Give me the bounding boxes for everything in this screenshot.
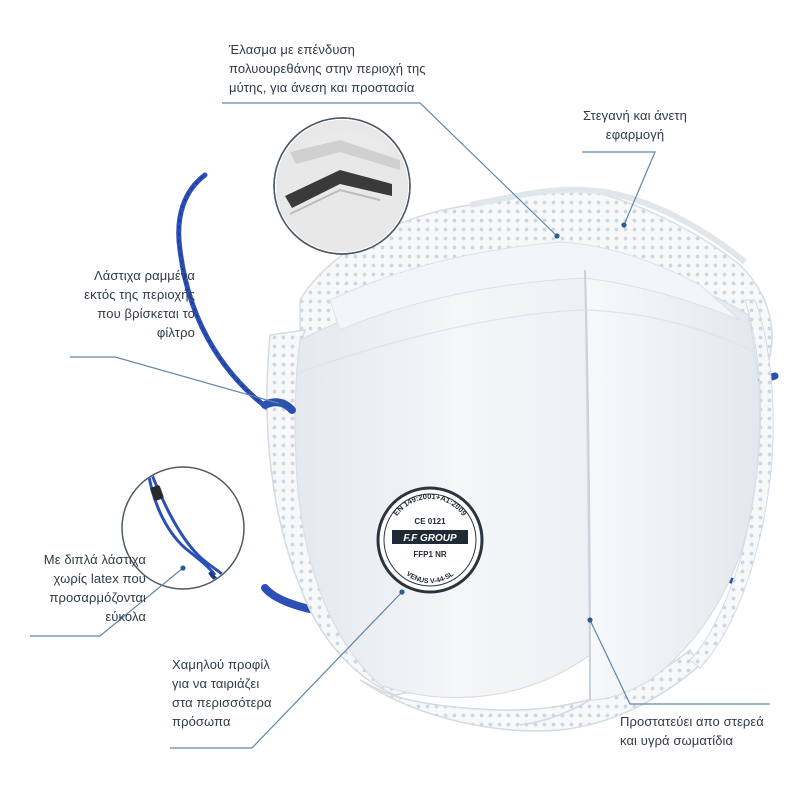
annotation-line: Προστατεύει απο στερεά xyxy=(620,714,764,729)
seal-brand: F.F GROUP xyxy=(403,533,457,544)
annotation-line: εκτός της περιοχής xyxy=(84,287,195,302)
annotation-line: εύκολα xyxy=(105,609,146,624)
annotation-line: στα περισσότερα xyxy=(172,695,272,710)
annotation-line: Με διπλά λάστιχα xyxy=(43,552,146,567)
annotation-line: πολυουρεθάνης στην περιοχή της xyxy=(229,61,426,76)
annotation-line: Έλασμα με επένδυση xyxy=(229,42,356,57)
seal-ce-mark: CE 0121 xyxy=(414,517,446,526)
annotation-double-straps: Με διπλά λάστιχα χωρίς latex που προσαρμ… xyxy=(6,550,146,626)
mask-body xyxy=(261,186,774,732)
straps-inset xyxy=(121,466,245,590)
annotation-line: που βρίσκεται το xyxy=(97,306,195,321)
callout-lines xyxy=(30,102,770,749)
annotation-line: Στεγανή και άνετη xyxy=(583,108,687,123)
nose-foam-inset xyxy=(273,117,411,255)
annotation-line: και υγρά σωματίδια xyxy=(620,733,734,748)
annotation-line: φίλτρο xyxy=(156,325,195,340)
annotation-line: για να ταιριάζει xyxy=(172,676,260,691)
annotation-line: Χαμηλού προφίλ xyxy=(172,657,270,672)
annotation-line: μύτης, για άνεση και προστασία xyxy=(229,80,415,95)
annotation-nose-foam: Έλασμα με επένδυση πολυουρεθάνης στην πε… xyxy=(229,40,426,97)
annotation-protection: Προστατεύει απο στερεά και υγρά σωματίδι… xyxy=(620,712,764,750)
certification-seal: EN 149:2001+A1:2009 CE 0121 F.F GROUP FF… xyxy=(376,486,484,594)
annotation-line: χωρίς latex που xyxy=(53,571,146,586)
annotation-low-profile: Χαμηλού προφίλ για να ταιριάζει στα περι… xyxy=(172,655,272,731)
annotation-line: πρόσωπα xyxy=(172,714,231,729)
annotation-line: Λάστιχα ραμμένα xyxy=(93,268,195,283)
annotation-line: προσαρμόζονται xyxy=(49,590,146,605)
seal-class: FFP1 NR xyxy=(413,550,447,559)
annotation-line: εφαρμογή xyxy=(605,127,665,142)
upper-strap xyxy=(176,172,273,413)
annotation-fit: Στεγανή και άνετη εφαρμογή xyxy=(565,106,705,144)
annotation-straps-stitched: Λάστιχα ραμμένα εκτός της περιοχής που β… xyxy=(40,266,195,342)
